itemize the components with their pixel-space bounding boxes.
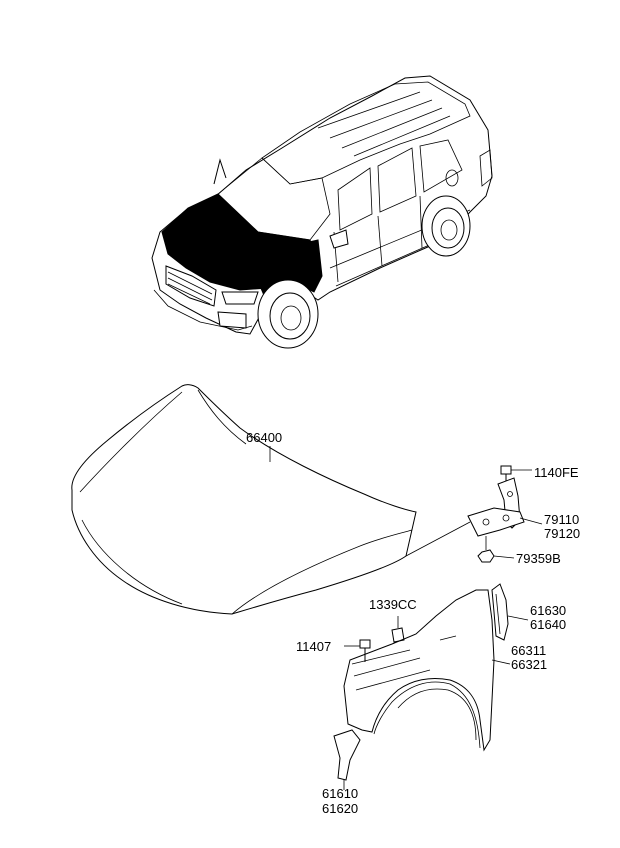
- label-fender-rh: 66321: [511, 657, 547, 672]
- fender-trim: [491, 583, 529, 641]
- hood-bolt-icon: [500, 465, 512, 475]
- hood-panel: [71, 384, 471, 615]
- label-hinge-rh: 79120: [544, 526, 580, 541]
- label-fender-lh: 66311: [511, 643, 546, 658]
- fender-bracket: [333, 729, 361, 790]
- label-hinge-lh: 79110: [544, 512, 579, 527]
- hood-hinge: [467, 465, 543, 563]
- fasteners: [344, 616, 405, 662]
- fender-bolt-icon: [359, 639, 371, 649]
- label-clip: 1339CC: [369, 597, 417, 612]
- label-bracket-lh: 61610: [322, 786, 358, 801]
- label-fender-trim-rh: 61640: [530, 617, 566, 632]
- label-hood: 66400: [246, 430, 282, 445]
- clip-icon: [391, 627, 405, 643]
- front-fender: [343, 589, 511, 752]
- label-bracket-rh: 61620: [322, 801, 358, 816]
- label-hinge-nut: 79359B: [516, 551, 561, 566]
- label-fender-trim-lh: 61630: [530, 603, 566, 618]
- hinge-nut-icon: [477, 549, 495, 563]
- label-fender-bolt: 11407: [296, 639, 331, 654]
- vehicle-illustration: [151, 75, 493, 349]
- label-hood-bolt: 1140FE: [534, 465, 579, 480]
